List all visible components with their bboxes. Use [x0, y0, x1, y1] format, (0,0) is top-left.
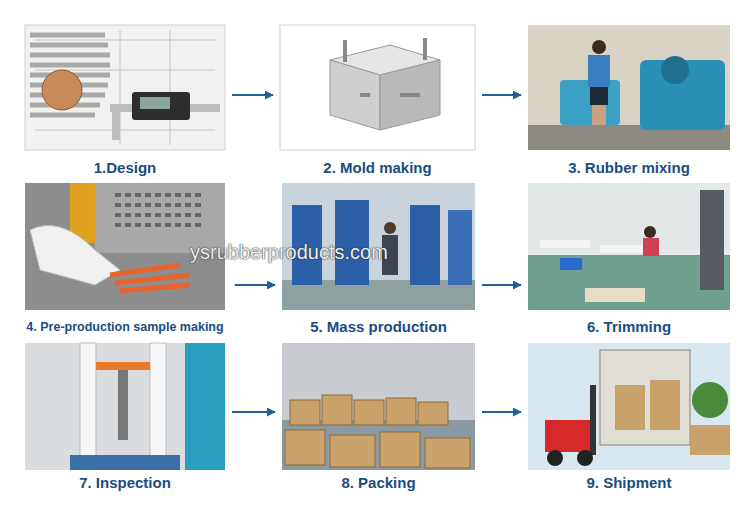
worker-shirt [588, 55, 610, 87]
process-step: 9. Shipment [528, 343, 730, 500]
mill-wheel [661, 56, 689, 84]
watermark: ysrubberproducts.com [190, 241, 388, 264]
shipment-photo [528, 343, 730, 470]
crosshead [96, 362, 150, 370]
glove [30, 226, 120, 286]
heat-sink-fins [30, 35, 110, 115]
press [410, 205, 440, 285]
step-caption: 3. Rubber mixing [568, 159, 690, 176]
flow-arrow [482, 284, 521, 286]
inspection-photo [25, 343, 225, 470]
floor [282, 420, 475, 470]
step-caption: 6. Trimming [587, 318, 671, 335]
forklift [545, 420, 595, 452]
photo-frame [528, 183, 730, 310]
step-caption: 4. Pre-production sample making [26, 320, 223, 334]
caliper-screen [140, 97, 170, 109]
design-photo [25, 25, 225, 150]
wheel [547, 450, 563, 466]
floor [528, 255, 730, 310]
worker-legs [592, 105, 606, 125]
grip [118, 370, 128, 440]
step-caption: 7. Inspection [79, 474, 171, 491]
worker-shorts [590, 87, 608, 105]
mold-photo [280, 25, 475, 150]
rubber-parts [110, 265, 190, 291]
tree [692, 382, 728, 418]
flow-arrow [235, 284, 275, 286]
photo-frame [528, 343, 730, 470]
photo-frame [282, 343, 475, 470]
tester-column [150, 343, 166, 463]
mixing-photo [528, 25, 730, 150]
caliper-jaw [112, 112, 120, 140]
cabinet [700, 190, 724, 290]
operator [185, 343, 225, 470]
step-caption: 5. Mass production [310, 318, 447, 335]
forklift-mast [590, 385, 596, 455]
cartons [650, 380, 680, 430]
copper-core [42, 70, 82, 110]
tester-column [80, 343, 96, 463]
photo-frame [528, 25, 730, 150]
process-step: 6. Trimming [528, 183, 730, 340]
crate [560, 258, 582, 270]
photo-frame [280, 25, 475, 150]
mold-pins [345, 38, 425, 95]
pallet [585, 288, 645, 302]
process-step: 8. Packing [282, 343, 475, 500]
process-step: 3. Rubber mixing [528, 25, 730, 180]
photo-frame [25, 343, 225, 470]
carton-stacks [285, 395, 470, 468]
press [448, 210, 472, 285]
tester-base [70, 455, 180, 470]
worker-head [592, 40, 606, 54]
step-caption: 2. Mold making [323, 159, 431, 176]
cartons [690, 425, 730, 455]
wheel [577, 450, 593, 466]
photo-frame [25, 25, 225, 150]
table [540, 240, 590, 248]
trimming-photo [528, 183, 730, 310]
step-caption: 9. Shipment [586, 474, 671, 491]
flow-arrow [482, 94, 521, 96]
process-step: 2. Mold making [280, 25, 475, 180]
mold-side [330, 60, 380, 130]
process-step: 1.Design [25, 25, 225, 180]
worker-head [644, 226, 656, 238]
process-step: 7. Inspection [25, 343, 225, 500]
container [600, 350, 690, 445]
flow-arrow [232, 94, 273, 96]
flow-arrow [232, 411, 275, 413]
caliper-body [132, 92, 190, 120]
mold-holes [115, 195, 205, 225]
cartons [615, 385, 645, 430]
step-caption: 1.Design [94, 159, 157, 176]
worker-head [384, 222, 396, 234]
worker [643, 238, 659, 256]
flow-arrow [482, 411, 521, 413]
packing-photo [282, 343, 475, 470]
step-caption: 8. Packing [341, 474, 415, 491]
